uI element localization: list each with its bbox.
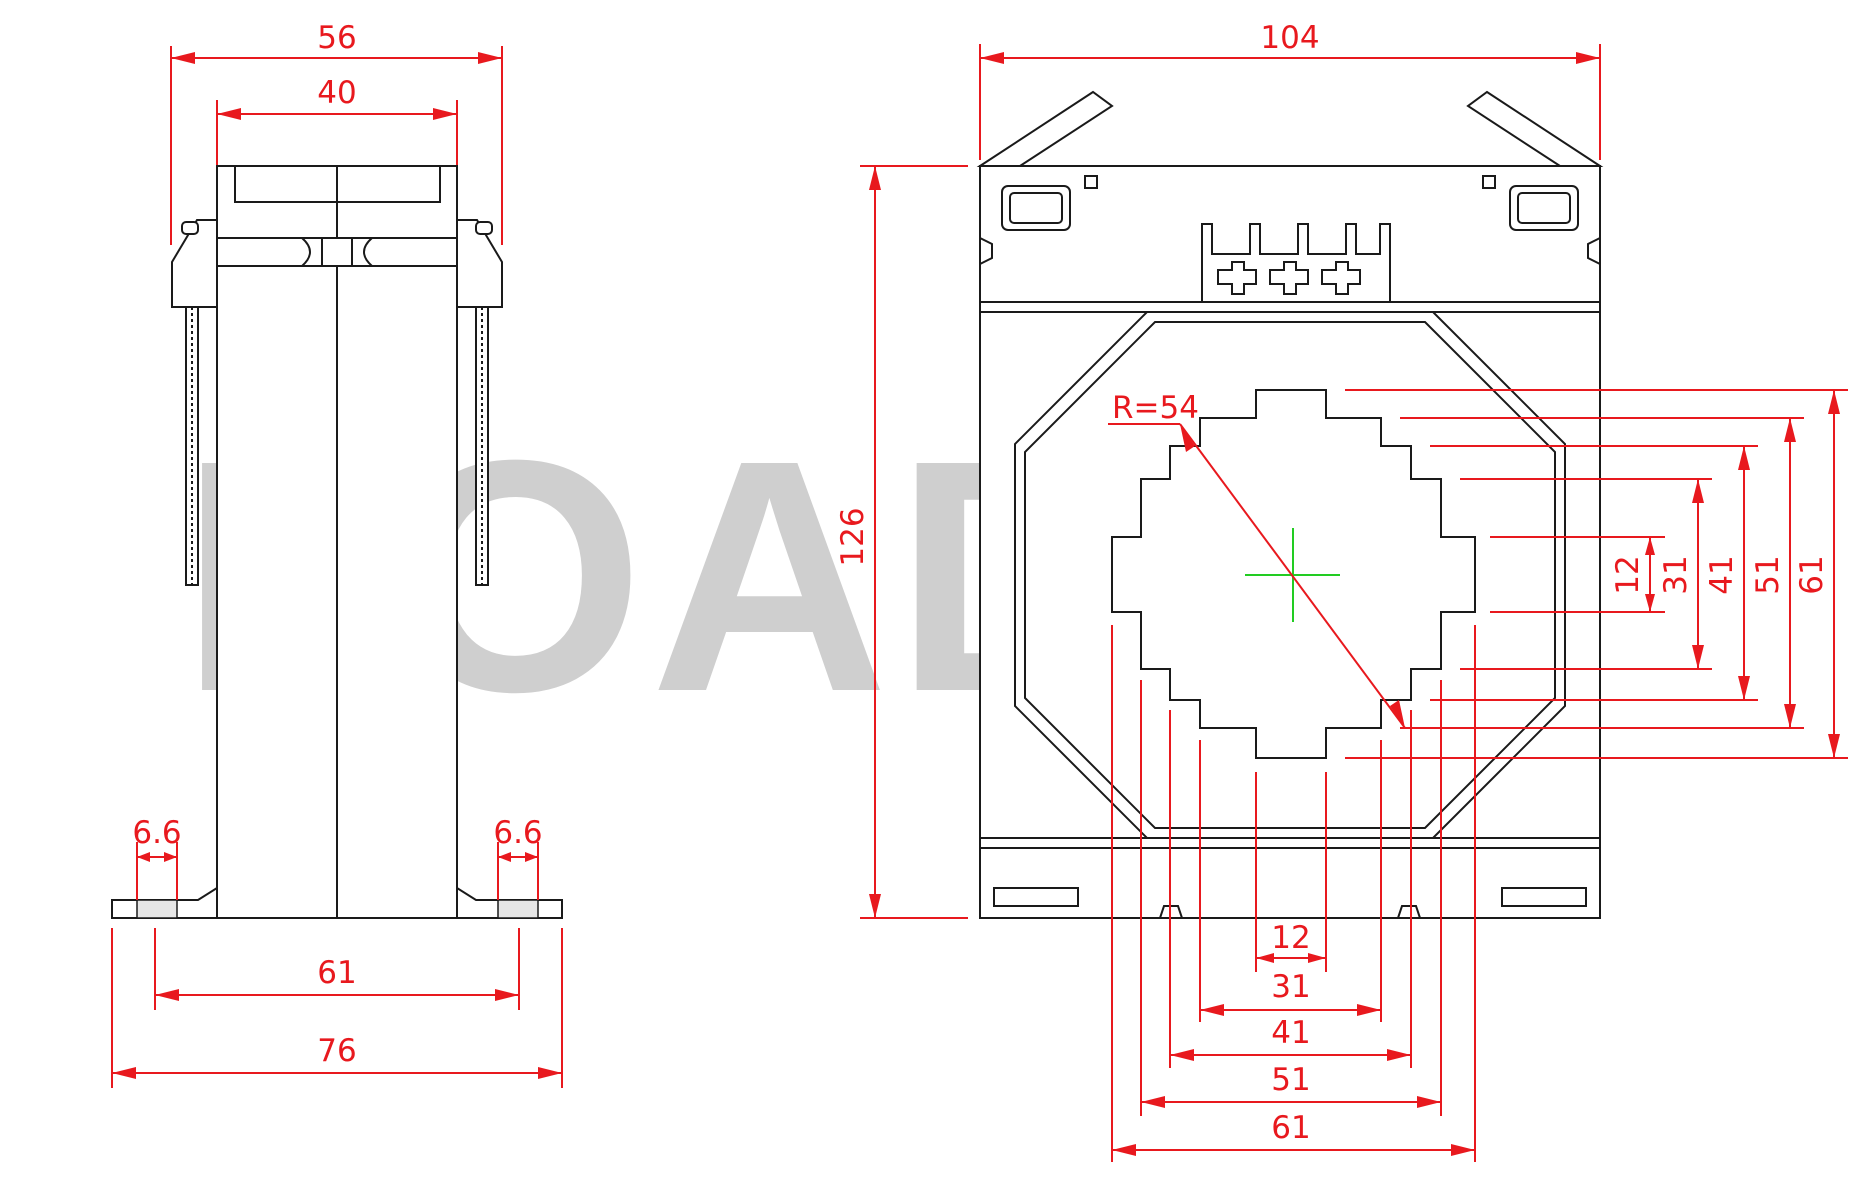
arrow-104-left [980,52,1004,64]
front-slot-top-left-inner [1009,192,1063,224]
side-right-hole [497,899,539,919]
arrow-h31-b [1692,645,1704,669]
arrow-40-right [433,108,457,120]
arrow-40-left [217,108,241,120]
arrow-w31-l [1200,1004,1224,1016]
label-hole-spacing-61: 61 [317,955,356,991]
arrow-w51-r [1417,1096,1441,1108]
label-hole-right-6.6: 6.6 [493,815,542,851]
side-clamp-right-knob [363,237,373,267]
front-terminal-block [1201,223,1391,302]
arrow-h41-t [1738,446,1750,470]
arrow-w12-l [1256,953,1274,963]
label-side-inner-40: 40 [317,75,356,111]
side-view-dimensions: 56 40 6.6 6.6 61 76 [111,20,563,1088]
front-octagon-outer [1014,311,1566,839]
label-radius: R=54 [1112,390,1199,426]
label-window-height-12: 12 [1610,555,1646,594]
label-front-height-126: 126 [835,507,871,566]
arrow-w41-r [1387,1049,1411,1061]
label-window-width-51: 51 [1271,1062,1310,1098]
side-clamp-band [216,237,458,267]
front-small-square-left [1084,175,1098,189]
radius-leader [1179,423,1406,729]
arrow-h12-t [1645,537,1655,555]
label-front-width-104: 104 [1260,20,1319,56]
front-terminal-1 [1217,261,1257,295]
arrow-66l-a [137,852,150,862]
front-slot-bottom-left [993,887,1079,907]
front-view-dimensions: 104 126 R=54 12 31 41 [835,20,1848,1162]
front-slot-bottom-right [1501,887,1587,907]
front-bottom-notch-right [1397,905,1421,919]
arrow-126-bottom [869,894,881,918]
arrow-w51-l [1141,1096,1165,1108]
arrow-66l-b [164,852,177,862]
arrow-76-right [538,1067,562,1079]
radius-arrow [1390,700,1405,728]
label-window-width-41: 41 [1271,1015,1310,1051]
label-base-length-76: 76 [317,1033,356,1069]
arrow-w31-r [1357,1004,1381,1016]
front-view [976,90,1604,919]
front-slot-top-right-inner [1517,192,1571,224]
arrow-w41-l [1170,1049,1194,1061]
side-left-hole [136,899,178,919]
arrow-h61-t [1828,390,1840,414]
label-window-width-12: 12 [1271,920,1310,956]
arrow-w61-l [1112,1144,1136,1156]
arrow-104-right [1576,52,1600,64]
label-side-width-56: 56 [317,20,356,56]
front-terminal-2 [1269,261,1309,295]
arrow-56-right [478,52,502,64]
side-right-bracket [456,219,503,308]
label-window-height-31: 31 [1658,555,1694,594]
arrow-61-left [155,989,179,1001]
arrow-w12-r [1308,953,1326,963]
label-window-width-61: 61 [1271,1110,1310,1146]
arrow-h41-b [1738,676,1750,700]
front-small-square-right [1482,175,1496,189]
front-notch-right [1587,237,1601,265]
front-octagon-inner [1024,321,1556,829]
label-window-height-51: 51 [1750,555,1786,594]
side-view [111,165,563,919]
front-slot-top-left [1001,185,1071,231]
arrow-w61-r [1451,1144,1475,1156]
arrow-56-left [171,52,195,64]
arrow-66r-b [525,852,538,862]
side-right-screw-head [475,221,493,235]
front-slot-top-right [1509,185,1579,231]
radius-arrow-top [1180,424,1195,452]
front-terminal-3 [1321,261,1361,295]
label-hole-left-6.6: 6.6 [132,815,181,851]
arrow-h51-b [1784,704,1796,728]
side-left-screw-head [181,221,199,235]
arrow-61-right [495,989,519,1001]
label-window-height-61: 61 [1794,555,1830,594]
arrow-h61-b [1828,734,1840,758]
side-left-bracket [171,219,218,308]
arrow-h51-t [1784,418,1796,442]
arrow-76-left [112,1067,136,1079]
side-clamp-left-knob [301,237,311,267]
arrow-126-top [869,166,881,190]
label-window-height-41: 41 [1704,555,1740,594]
arrow-66r-a [498,852,511,862]
front-right-ear [1466,90,1604,167]
arrow-h12-b [1645,594,1655,612]
label-window-width-31: 31 [1271,969,1310,1005]
arrow-h31-t [1692,479,1704,503]
front-left-ear [976,90,1114,167]
front-notch-left [979,237,993,265]
